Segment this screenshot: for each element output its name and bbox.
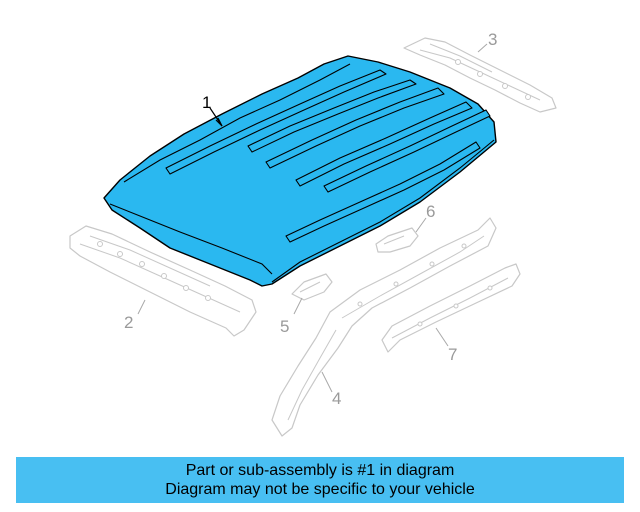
banner-line-2: Diagram may not be specific to your vehi… — [165, 481, 475, 498]
part-3-rear-header[interactable] — [403, 37, 557, 113]
callout-2: 2 — [124, 313, 133, 332]
callout-4: 4 — [332, 389, 341, 408]
part-2-front-header[interactable] — [69, 225, 257, 337]
info-banner: Part or sub-assembly is #1 in diagram Di… — [16, 457, 624, 503]
callout-7: 7 — [448, 345, 457, 364]
part-5-bracket[interactable] — [291, 273, 333, 301]
part-4-side-rail[interactable] — [271, 217, 497, 437]
part-6-bracket[interactable] — [375, 227, 419, 253]
parts-diagram: 3 2 6 5 4 — [69, 30, 557, 437]
callout-1: 1 — [202, 93, 211, 112]
banner-line-1: Part or sub-assembly is #1 in diagram — [185, 462, 455, 479]
callout-6: 6 — [426, 202, 435, 221]
callout-3: 3 — [488, 30, 497, 49]
part-7-inner-rail[interactable] — [381, 263, 521, 353]
part-1-roof-panel[interactable] — [103, 55, 497, 287]
callout-5: 5 — [280, 317, 289, 336]
